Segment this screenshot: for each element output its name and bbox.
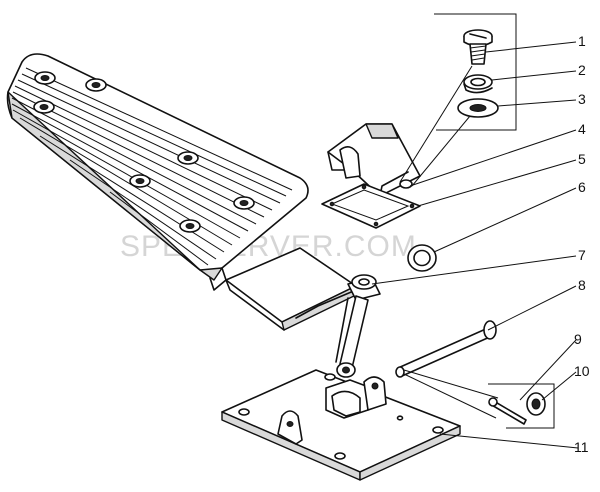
lever-arm — [335, 295, 369, 378]
pedal-pad — [6, 53, 309, 291]
pivot-pin — [395, 320, 497, 378]
callout-7: 7 — [578, 247, 586, 263]
callout-6: 6 — [578, 179, 586, 195]
pad-bolt-holes — [33, 71, 255, 233]
cotter-pin — [488, 397, 527, 425]
lock-washer — [463, 74, 493, 94]
cotter-washer — [526, 392, 546, 416]
small-parts-frame — [488, 383, 555, 429]
callout-8: 8 — [578, 277, 586, 293]
callout-2: 2 — [578, 62, 586, 78]
pedal-bracket-housing — [327, 123, 421, 197]
flat-washer — [457, 98, 499, 118]
leader-lines — [371, 41, 579, 449]
callout-11: 11 — [574, 439, 589, 455]
gasket — [321, 183, 421, 229]
callout-1: 1 — [578, 33, 586, 49]
spacer-washer — [407, 244, 437, 272]
callout-labels: 1 2 3 4 5 6 7 8 9 10 11 — [574, 33, 590, 455]
callout-9: 9 — [574, 331, 582, 347]
screw — [463, 29, 493, 65]
callout-3: 3 — [578, 91, 586, 107]
fastener-group-frame — [434, 13, 517, 131]
callout-10: 10 — [574, 363, 590, 379]
callout-5: 5 — [578, 151, 586, 167]
callout-4: 4 — [578, 121, 586, 137]
base-plate — [221, 369, 461, 481]
